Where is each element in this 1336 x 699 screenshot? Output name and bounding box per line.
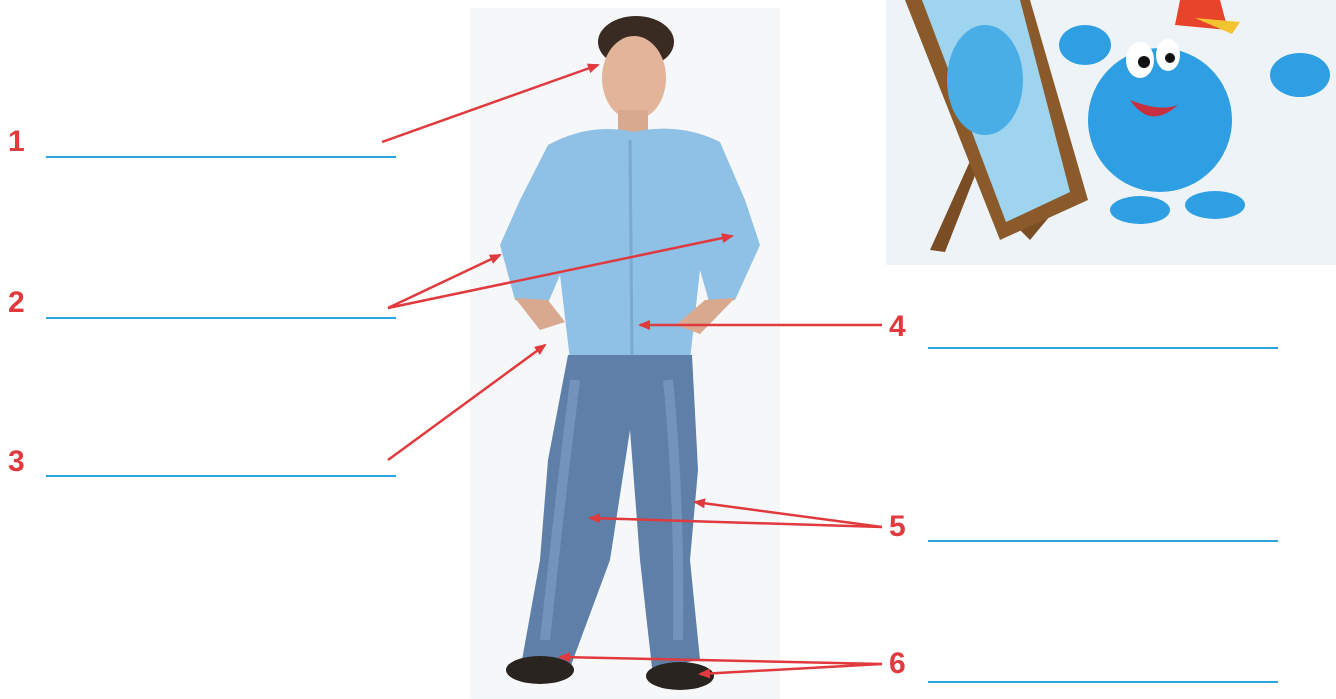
label-number-2: 2	[8, 288, 25, 318]
answer-line-4[interactable]	[928, 347, 1278, 349]
arrow-5-knee-left	[590, 518, 882, 527]
answer-line-2[interactable]	[46, 317, 396, 319]
answer-line-3[interactable]	[46, 475, 396, 477]
arrow-2-right-elbow	[388, 236, 732, 308]
arrow-2-left-elbow	[388, 255, 500, 308]
answer-line-1[interactable]	[46, 156, 396, 158]
arrow-1-head	[382, 65, 598, 142]
arrow-6-foot-left	[560, 657, 882, 664]
arrow-6-foot-right	[700, 664, 882, 674]
label-number-3: 3	[8, 447, 25, 477]
answer-line-5[interactable]	[928, 540, 1278, 542]
arrow-3-hand	[388, 345, 545, 460]
label-number-6: 6	[889, 649, 906, 679]
label-number-5: 5	[889, 512, 906, 542]
label-number-1: 1	[8, 127, 25, 157]
answer-line-6[interactable]	[928, 681, 1278, 683]
label-number-4: 4	[889, 312, 906, 342]
